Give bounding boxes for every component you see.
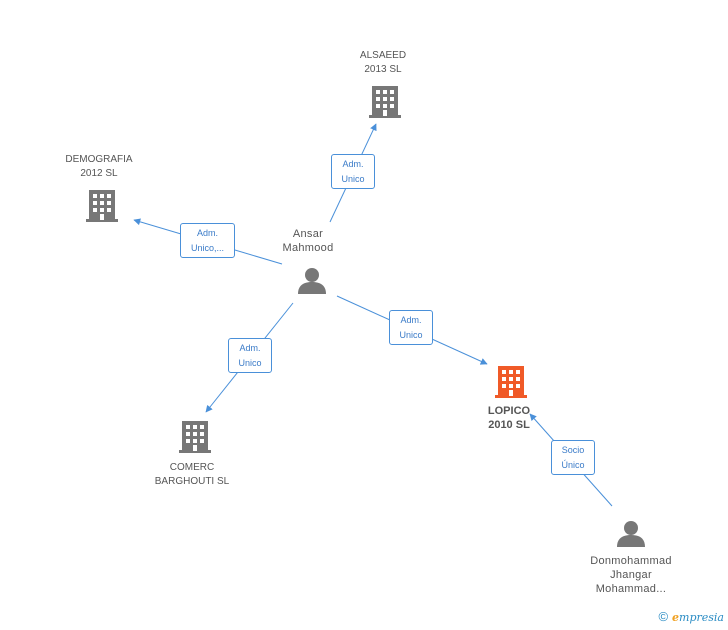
node-label-demografia[interactable]: DEMOGRAFIA 2012 SL (54, 153, 144, 181)
edge-label-alsaeed-line1: Adm. (342, 159, 364, 169)
node-label-alsaeed[interactable]: ALSAEED 2013 SL (343, 49, 423, 77)
demografia-name-line1: DEMOGRAFIA (65, 154, 133, 165)
comerc-name-line2: BARGHOUTI SL (154, 476, 230, 487)
lopico-name-line1: LOPICO (487, 405, 531, 417)
lopico-building-icon[interactable] (495, 366, 527, 398)
alsaeed-name-line1: ALSAEED (359, 50, 407, 61)
ansar-person-icon[interactable] (298, 268, 326, 294)
node-label-lopico[interactable]: LOPICO 2010 SL (469, 404, 549, 432)
alsaeed-name-line2: 2013 SL (364, 64, 402, 75)
brand-name-rest: mpresia (679, 611, 724, 624)
lopico-name-line2: 2010 SL (488, 419, 530, 431)
edge-label-demografia-line2: Unico,... (190, 243, 224, 253)
copyright-icon: © (658, 609, 669, 624)
edge-label-lopico[interactable]: Adm. Unico (389, 310, 433, 345)
node-label-comerc[interactable]: COMERC BARGHOUTI SL (142, 461, 242, 489)
ansar-name-line2: Mahmood (282, 242, 334, 254)
brand-e-letter: e (672, 611, 680, 624)
edge-label-donmohammad-line2: Único (561, 460, 585, 470)
edge-label-demografia-line1: Adm. (196, 228, 218, 238)
node-label-ansar[interactable]: Ansar Mahmood (268, 227, 348, 255)
edge-label-lopico-line1: Adm. (400, 315, 422, 325)
donmohammad-person-icon[interactable] (617, 521, 645, 547)
edge-label-donmohammad-lopico[interactable]: Socio Único (551, 440, 595, 475)
edge-label-demografia[interactable]: Adm. Unico,... (180, 223, 235, 258)
comerc-building-icon[interactable] (179, 421, 211, 453)
alsaeed-building-icon[interactable] (369, 86, 401, 118)
edge-label-comerc[interactable]: Adm. Unico (228, 338, 272, 373)
demografia-name-line2: 2012 SL (80, 168, 118, 179)
edge-label-lopico-line2: Unico (399, 330, 423, 340)
empresia-brand[interactable]: ©empresia (658, 609, 724, 624)
node-label-donmohammad[interactable]: Donmohammad Jhangar Mohammad... (576, 554, 686, 596)
ansar-name-line1: Ansar (292, 228, 324, 240)
demografia-building-icon[interactable] (86, 190, 118, 222)
edge-label-donmohammad-line1: Socio (561, 445, 585, 455)
edge-label-alsaeed[interactable]: Adm. Unico (331, 154, 375, 189)
comerc-name-line1: COMERC (169, 462, 215, 473)
edge-label-comerc-line1: Adm. (239, 343, 261, 353)
edge-label-comerc-line2: Unico (238, 358, 262, 368)
donmohammad-name-line1: Donmohammad (590, 555, 672, 567)
donmohammad-name-line3: Mohammad... (595, 583, 667, 595)
edge-label-alsaeed-line2: Unico (341, 174, 365, 184)
donmohammad-name-line2: Jhangar (610, 569, 652, 581)
